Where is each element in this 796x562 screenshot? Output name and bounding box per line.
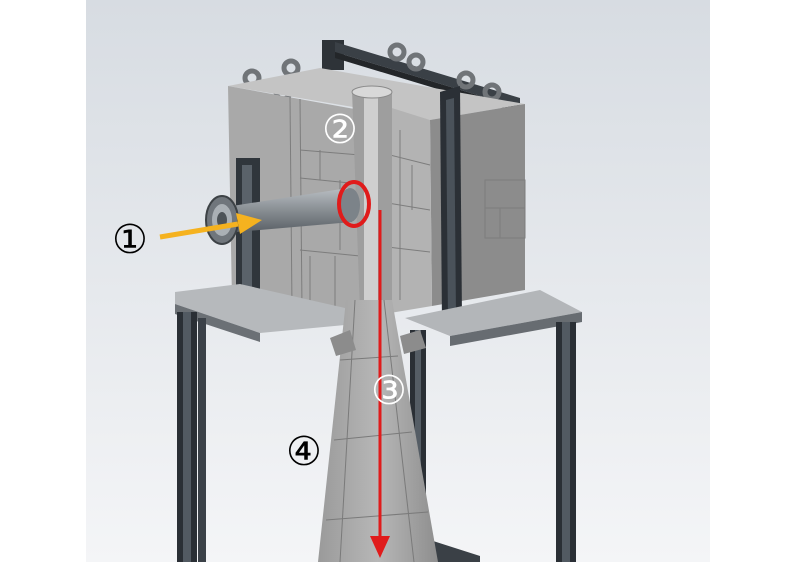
- target-ring-icon: [337, 180, 371, 228]
- beam-arrow-icon: [159, 213, 262, 240]
- callout-4-label: ④: [286, 429, 322, 475]
- right-posts: [440, 86, 462, 324]
- support-table: [175, 284, 582, 346]
- callout-2-label: ②: [322, 107, 358, 153]
- frame-legs: [177, 312, 576, 562]
- central-channel: [351, 85, 393, 312]
- path-arrow-icon: [370, 210, 390, 558]
- callout-3-label: ③: [371, 368, 407, 414]
- callout-1-label: ①: [112, 217, 148, 263]
- tapered-column: [318, 299, 438, 562]
